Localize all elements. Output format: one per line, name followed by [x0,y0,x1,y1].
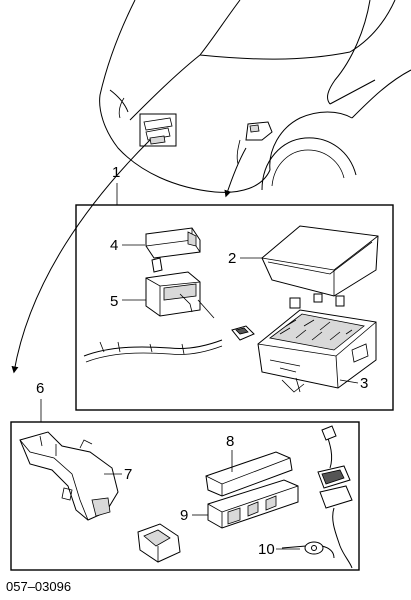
part-10-terminal [281,541,335,559]
wire-harness [83,339,223,363]
part-3-fusebox-base [257,309,377,393]
engine-bay-relay-thumbnail [236,121,273,165]
callout-3: 3 [360,375,368,392]
callout-2: 2 [228,250,236,267]
part-5-relay-block [145,257,215,319]
part-4-cover [145,227,201,259]
callout-1: 1 [112,164,120,181]
part-7-bracket [19,431,119,521]
leader-line [339,379,359,384]
curved-arrow-icon [11,139,151,374]
callout-4: 4 [110,237,118,254]
diagram-code: 057–03096 [6,579,71,594]
callout-5: 5 [110,293,118,310]
assembly-1-frame [75,204,394,411]
fender-fusebox-thumbnail [139,113,177,147]
assembly-6-frame [10,421,360,571]
car-outline-icon [99,0,411,193]
part-8-cover [205,451,293,497]
battery-cable [317,425,353,569]
callout-10: 10 [258,541,275,558]
relay-small [137,523,181,563]
callout-7: 7 [124,466,132,483]
callout-6: 6 [36,380,44,397]
callout-8: 8 [226,433,234,450]
curved-arrow-icon [224,147,247,198]
spare-fuses [289,293,345,309]
callout-9: 9 [180,507,188,524]
part-2-fusebox-cover [261,225,379,297]
small-connector [231,325,255,341]
part-9-fuse-block [207,479,299,529]
